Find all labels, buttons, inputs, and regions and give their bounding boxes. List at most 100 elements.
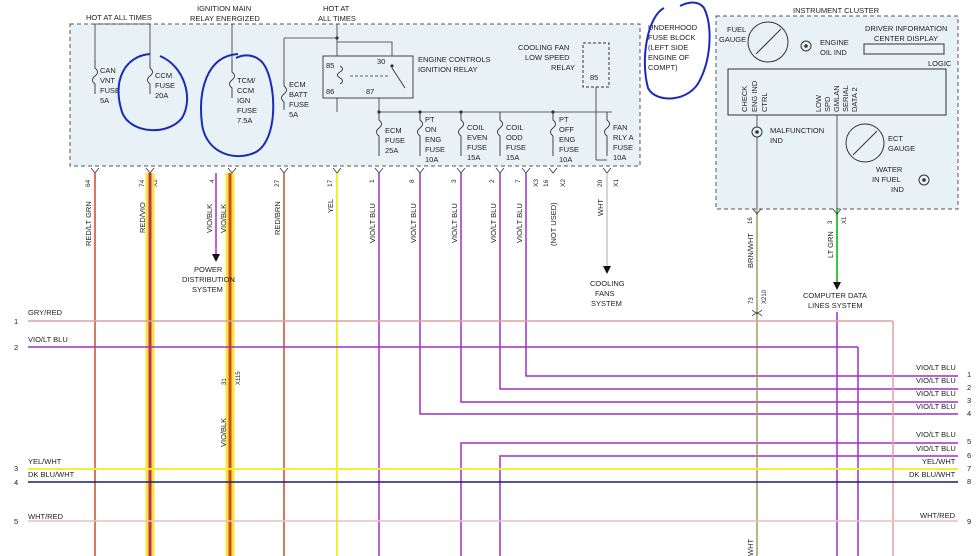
- svg-text:PT: PT: [559, 115, 569, 124]
- svg-text:RED/VIO: RED/VIO: [138, 202, 147, 233]
- svg-text:6: 6: [967, 451, 971, 460]
- svg-text:X210: X210: [762, 289, 768, 304]
- svg-text:BRN/WHT: BRN/WHT: [746, 233, 755, 268]
- fuse-coil-odd: COIL ODD FUSE 15A: [497, 112, 526, 162]
- svg-text:8: 8: [409, 179, 416, 183]
- svg-text:2: 2: [14, 343, 18, 352]
- svg-text:5: 5: [967, 437, 971, 446]
- svg-text:FAN: FAN: [613, 123, 628, 132]
- wire-vio-lt-blu-4: [499, 173, 958, 390]
- svg-text:31: 31: [222, 378, 228, 385]
- svg-text:4: 4: [967, 409, 971, 418]
- svg-text:CCM: CCM: [155, 71, 172, 80]
- fuel-gauge: FUEL GAUGE: [719, 21, 789, 63]
- arrow-cooling-fans: [603, 266, 611, 274]
- header-instrument-cluster: INSTRUMENT CLUSTER: [793, 6, 880, 15]
- wire-vio-lt-blu-7: [499, 455, 958, 556]
- svg-text:FUSE: FUSE: [237, 106, 257, 115]
- svg-text:ECT: ECT: [888, 134, 903, 143]
- svg-text:OIL IND: OIL IND: [820, 48, 847, 57]
- connector-pins: [90, 167, 612, 174]
- svg-text:86: 86: [326, 87, 334, 96]
- logic-label: LOGIC: [928, 59, 952, 68]
- relay-label-line1: ENGINE CONTROLS: [418, 55, 491, 64]
- svg-text:ODD: ODD: [506, 133, 523, 142]
- svg-text:ECM: ECM: [385, 126, 402, 135]
- svg-text:5A: 5A: [289, 110, 298, 119]
- wire-vio-lt-blu-5: [525, 173, 958, 377]
- svg-text:X3: X3: [533, 179, 540, 187]
- svg-text:IGN: IGN: [237, 96, 250, 105]
- fuse-ecm-batt: ECM BATT FUSE 5A: [281, 80, 309, 119]
- svg-text:WHT: WHT: [596, 199, 605, 216]
- svg-text:COOLING: COOLING: [590, 279, 625, 288]
- svg-text:VIO/LT BLU: VIO/LT BLU: [916, 363, 956, 372]
- svg-text:4: 4: [209, 179, 216, 183]
- svg-text:VIO/LT BLU: VIO/LT BLU: [916, 444, 956, 453]
- svg-text:VIO/LT BLU: VIO/LT BLU: [916, 402, 956, 411]
- svg-text:DK BLU/WHT: DK BLU/WHT: [909, 470, 956, 479]
- svg-text:FANS: FANS: [595, 289, 615, 298]
- svg-text:LOW: LOW: [814, 94, 823, 112]
- wire-vio-lt-blu-2: [419, 173, 958, 415]
- dest-cooling-fans: COOLING FANS SYSTEM: [590, 279, 625, 308]
- svg-text:ECM: ECM: [289, 80, 306, 89]
- svg-text:X2: X2: [560, 179, 567, 187]
- svg-text:DK BLU/WHT: DK BLU/WHT: [28, 470, 75, 479]
- svg-text:DATA 2: DATA 2: [850, 87, 859, 112]
- svg-text:PT: PT: [425, 115, 435, 124]
- svg-text:FUSE: FUSE: [613, 143, 633, 152]
- svg-text:WATER: WATER: [876, 165, 903, 174]
- svg-text:YEL/WHT: YEL/WHT: [28, 457, 62, 466]
- fuse-pt-on-eng: PT ON ENG FUSE 10A: [417, 112, 445, 164]
- low-spd-gmlan: LOW SPD GMLAN SERIAL DATA 2: [814, 85, 859, 112]
- svg-text:5A: 5A: [100, 96, 109, 105]
- vertical-wire-labels: RED/LT GRN RED/VIO VIO/BLK VIO/BLK RED/B…: [84, 199, 835, 556]
- driver-information-center: DRIVER INFORMATION CENTER DISPLAY: [863, 24, 947, 55]
- svg-text:VIO/LT BLU: VIO/LT BLU: [28, 335, 68, 344]
- svg-text:27: 27: [274, 179, 281, 187]
- header-ignition-main: IGNITION MAIN: [197, 4, 251, 13]
- svg-text:FUSE: FUSE: [289, 100, 309, 109]
- fuse-ccm: CCM FUSE 20A: [147, 60, 175, 100]
- svg-text:YEL: YEL: [326, 199, 335, 213]
- svg-text:ENG: ENG: [559, 135, 575, 144]
- svg-text:VIO/LT BLU: VIO/LT BLU: [450, 203, 459, 243]
- svg-text:FUSE: FUSE: [155, 81, 175, 90]
- svg-text:10A: 10A: [559, 155, 572, 164]
- svg-text:YEL/WHT: YEL/WHT: [922, 457, 956, 466]
- dest-computer-data: COMPUTER DATA LINES SYSTEM: [803, 291, 867, 310]
- svg-text:4: 4: [14, 478, 18, 487]
- svg-text:MALFUNCTION: MALFUNCTION: [770, 126, 824, 135]
- connector-x115: 31 X115: [222, 371, 242, 385]
- svg-text:FUSE: FUSE: [385, 136, 405, 145]
- svg-text:SYSTEM: SYSTEM: [591, 299, 622, 308]
- svg-text:WHT/RED: WHT/RED: [920, 511, 956, 520]
- left-bus-labels: 1 GRY/RED 2 VIO/LT BLU 3 YEL/WHT 4 DK BL…: [14, 308, 75, 526]
- svg-text:WHT: WHT: [746, 539, 755, 556]
- svg-text:OFF: OFF: [559, 125, 574, 134]
- svg-text:VIO/BLK: VIO/BLK: [205, 204, 214, 233]
- svg-text:87: 87: [366, 87, 374, 96]
- engine-controls-ignition-relay: 85 86 30 87 ENGINE CONTROLS IGNITION REL…: [322, 55, 491, 99]
- svg-text:17: 17: [327, 179, 334, 187]
- svg-text:8: 8: [967, 477, 971, 486]
- svg-text:IND: IND: [891, 185, 905, 194]
- ect-gauge: ECT GAUGE: [845, 123, 915, 163]
- svg-text:TCM/: TCM/: [237, 76, 256, 85]
- svg-text:FUSE: FUSE: [559, 145, 579, 154]
- pin-labels: 64 74 X2 4 27 17 1 8 3 2 7 X3 16 X2 20 X…: [85, 179, 620, 187]
- check-eng-ctrl: CHECK ENG IND CTRL: [740, 80, 769, 112]
- svg-text:POWER: POWER: [194, 265, 223, 274]
- engine-oil-indicator: ENGINE OIL IND: [800, 38, 849, 57]
- svg-text:16: 16: [543, 179, 550, 187]
- svg-text:IND: IND: [770, 136, 784, 145]
- wire-vio-lt-blu-6: [460, 442, 958, 556]
- svg-text:10A: 10A: [613, 153, 626, 162]
- svg-text:1: 1: [14, 317, 18, 326]
- svg-text:VIO/LT BLU: VIO/LT BLU: [916, 389, 956, 398]
- svg-text:ON: ON: [425, 125, 436, 134]
- svg-text:X2: X2: [152, 179, 159, 187]
- svg-text:CENTER DISPLAY: CENTER DISPLAY: [874, 34, 938, 43]
- svg-text:20: 20: [597, 179, 604, 187]
